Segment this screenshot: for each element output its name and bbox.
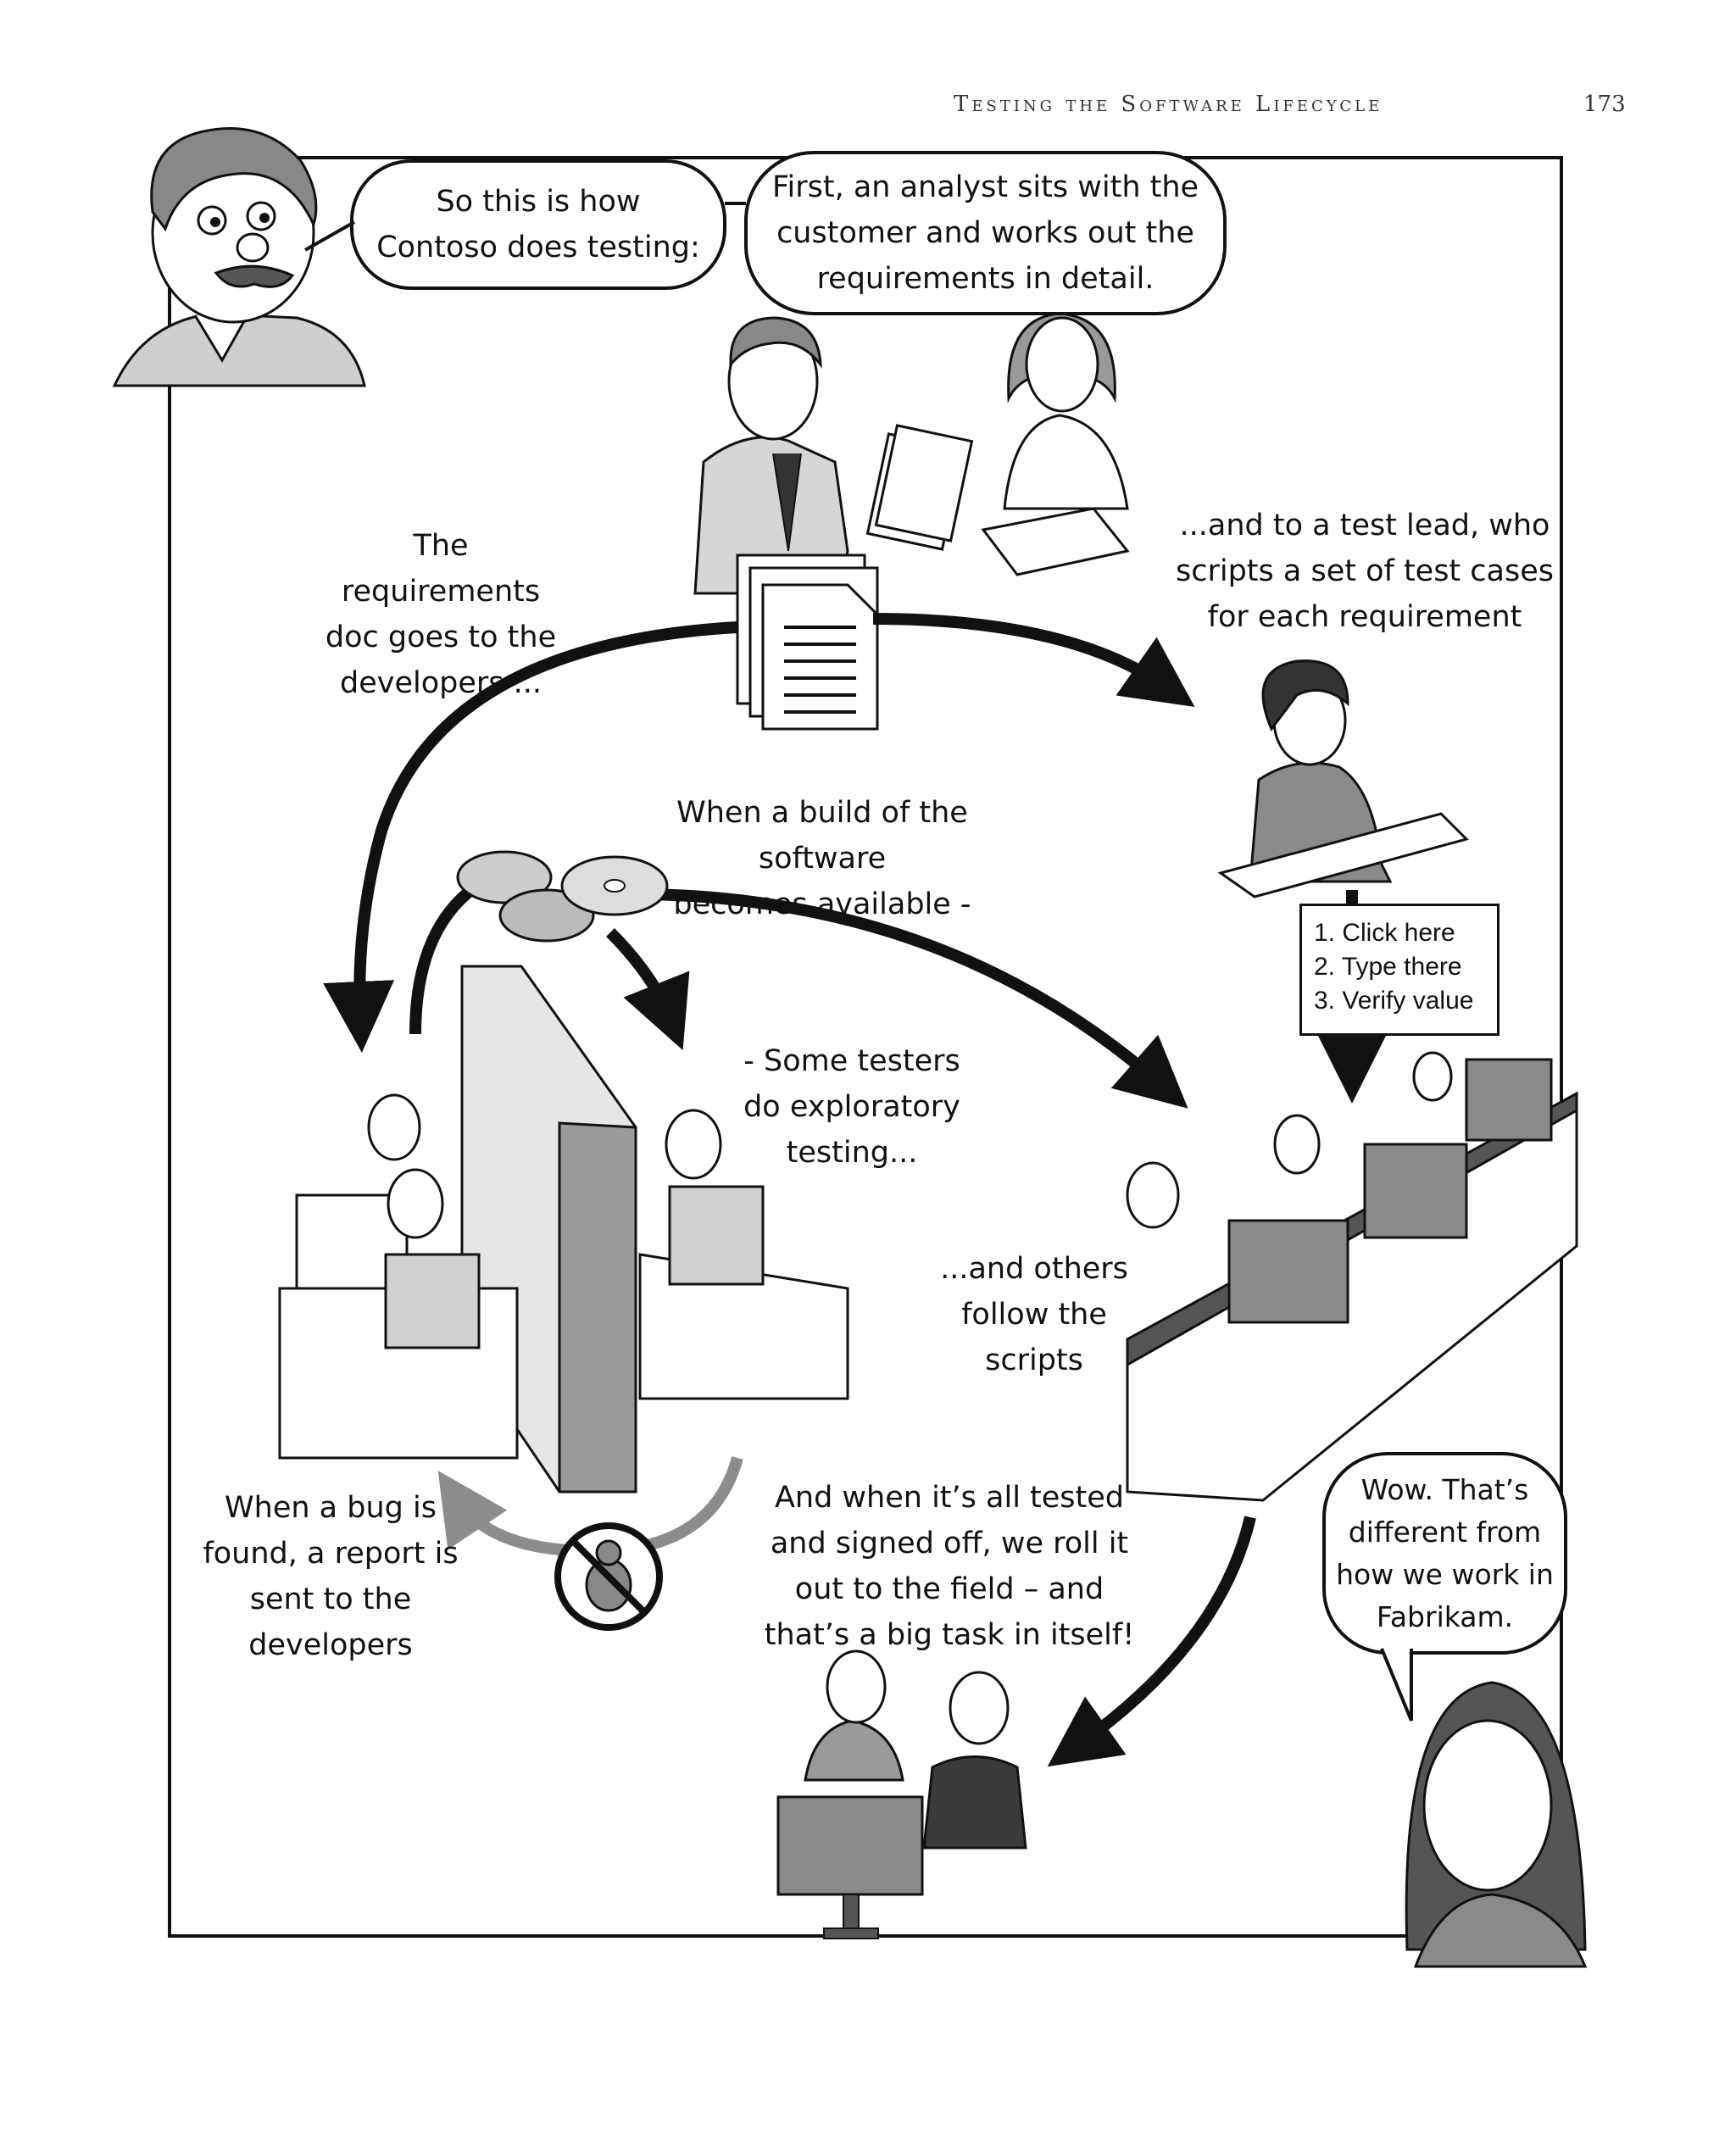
analyst-bubble-shape xyxy=(744,151,1227,315)
scripted-testers-row xyxy=(1126,1051,1578,1502)
caption-follow-scripts: ...and others follow the scripts xyxy=(940,1252,1128,1377)
caption-roll-out: And when it’s all tested and signed off,… xyxy=(764,1481,1135,1652)
caption-requirements-to-developers: The requirements doc goes to the develop… xyxy=(325,529,557,700)
requirements-document-icon xyxy=(736,553,879,731)
script-step: 1. Click here xyxy=(1314,919,1455,947)
caption-exploratory-testing: - Some testers do exploratory testing... xyxy=(743,1044,960,1170)
software-build-cd-icon xyxy=(456,850,669,943)
no-bug-icon xyxy=(554,1522,663,1631)
running-title: Testing the Software Lifecycle xyxy=(954,92,1383,117)
intro-speech-text: So this is how Contoso does testing: xyxy=(376,185,700,264)
page-number: 173 xyxy=(1583,92,1626,117)
script-step: 3. Verify value xyxy=(1314,987,1474,1015)
customer-figure xyxy=(981,312,1130,576)
caption-build-available: When a build of the software becomes ava… xyxy=(673,796,971,921)
analyst-figure xyxy=(693,316,974,595)
reply-speech-bubble: Wow. That’s different from how we work i… xyxy=(1324,1454,1566,1653)
reply-speech-text: Wow. That’s different from how we work i… xyxy=(1336,1472,1554,1633)
fabrikam-woman-figure xyxy=(1405,1681,1588,1968)
narrator-man-figure xyxy=(112,127,366,387)
caption-bug-found: When a bug is found, a report is sent to… xyxy=(203,1491,459,1662)
rollout-team-figure xyxy=(776,1649,1027,1939)
analyst-speech-text: First, an analyst sits with the customer… xyxy=(771,170,1199,296)
caption-to-test-lead: ...and to a test lead, who scripts a set… xyxy=(1176,509,1554,634)
exploratory-testers-desks xyxy=(278,1093,849,1460)
test-lead-figure xyxy=(1217,659,1469,898)
test-script-box: 1. Click here 2. Type there 3. Verify va… xyxy=(1299,904,1500,1036)
script-step: 2. Type there xyxy=(1314,953,1462,981)
analyst-speech-bubble: First, an analyst sits with the customer… xyxy=(746,153,1225,314)
reply-bubble-shape xyxy=(1322,1452,1567,1655)
intro-speech-bubble: So this is how Contoso does testing: xyxy=(352,161,725,288)
